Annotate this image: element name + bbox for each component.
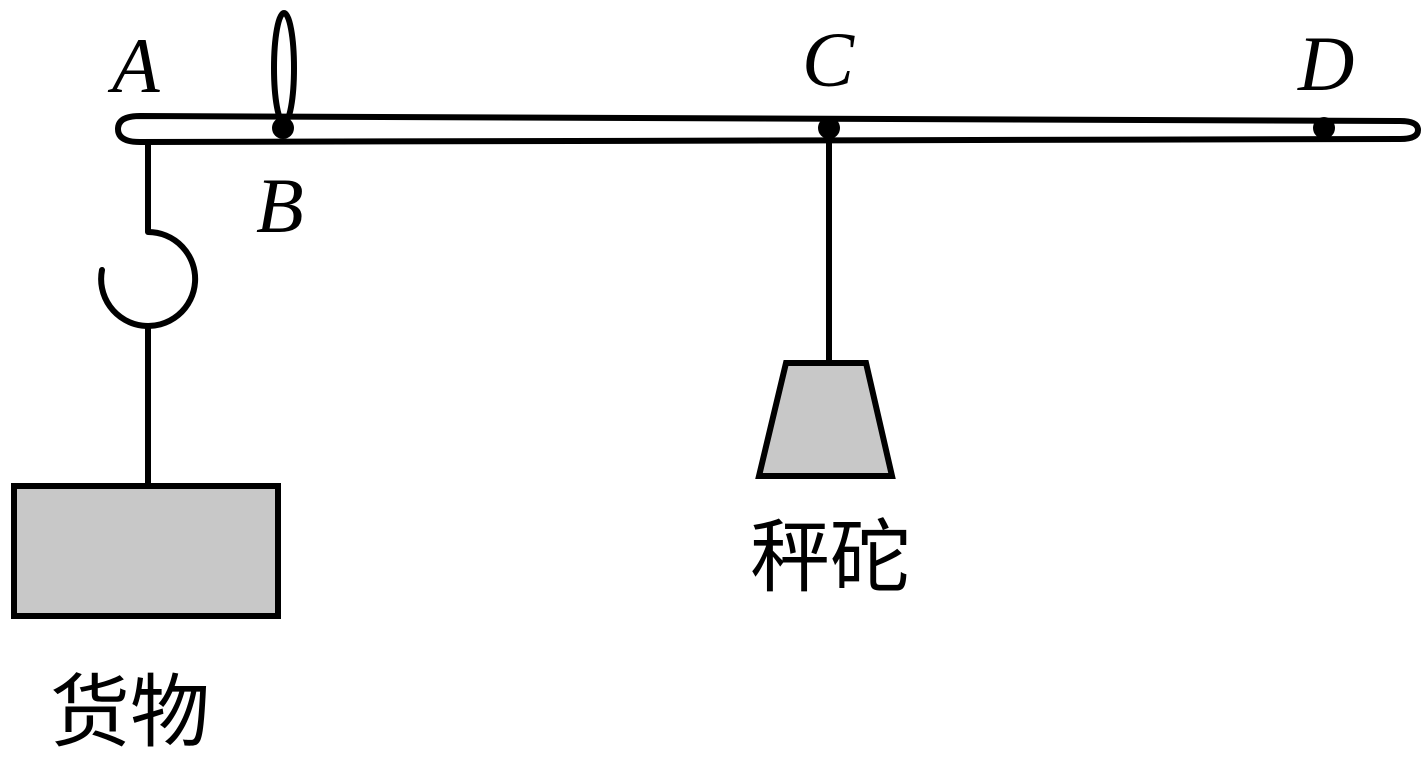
goods-box — [11, 483, 281, 619]
beam — [115, 113, 1421, 145]
counterweight — [755, 360, 896, 479]
label-a: A — [107, 22, 160, 109]
point-b-dot — [272, 117, 294, 139]
label-b: B — [256, 162, 304, 249]
lifting-loop — [271, 10, 297, 126]
point-c-dot — [818, 117, 840, 139]
label-d: D — [1297, 20, 1354, 107]
label-c: C — [802, 16, 855, 103]
point-d-dot — [1313, 117, 1335, 139]
weight-label: 秤砣 — [750, 511, 910, 604]
hook — [98, 228, 199, 329]
goods-label: 货物 — [50, 666, 210, 759]
